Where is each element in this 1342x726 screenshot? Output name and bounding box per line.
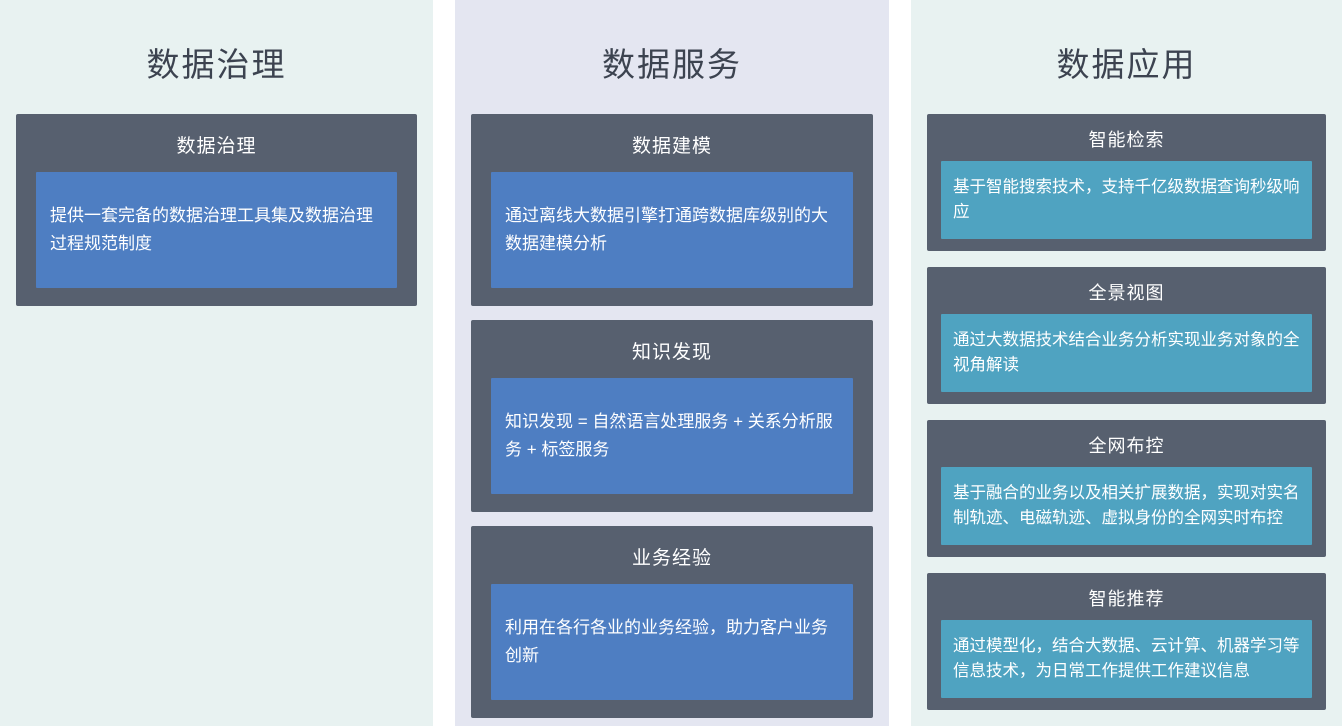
card-title: 智能推荐 <box>1088 589 1165 609</box>
card-title: 业务经验 <box>631 548 712 569</box>
card-business-experience: 业务经验 利用在各行各业的业务经验，助力客户业务创新 <box>471 526 873 718</box>
column-data-services: 数据服务 数据建模 通过离线大数据引擎打通跨数据库级别的大数据建模分析 知识发现… <box>455 0 889 726</box>
card-knowledge-discovery: 知识发现 知识发现 = 自然语言处理服务 + 关系分析服务 + 标签服务 <box>471 320 873 512</box>
card-title: 智能检索 <box>1088 130 1165 150</box>
card-data-modeling: 数据建模 通过离线大数据引擎打通跨数据库级别的大数据建模分析 <box>471 114 873 306</box>
column-data-governance: 数据治理 数据治理 提供一套完备的数据治理工具集及数据治理过程规范制度 <box>0 0 433 726</box>
card-network-surveillance: 全网布控 基于融合的业务以及相关扩展数据，实现对实名制轨迹、电磁轨迹、虚拟身份的… <box>927 420 1326 557</box>
card-smart-recommendation: 智能推荐 通过模型化，结合大数据、云计算、机器学习等信息技术，为日常工作提供工作… <box>927 573 1326 710</box>
card-body: 提供一套完备的数据治理工具集及数据治理过程规范制度 <box>36 172 397 288</box>
card-title: 数据建模 <box>631 136 712 157</box>
card-body: 利用在各行各业的业务经验，助力客户业务创新 <box>491 584 853 700</box>
card-title: 全景视图 <box>1088 283 1165 303</box>
card-body: 通过大数据技术结合业务分析实现业务对象的全视角解读 <box>941 314 1312 392</box>
card-body: 通过模型化，结合大数据、云计算、机器学习等信息技术，为日常工作提供工作建议信息 <box>941 620 1312 698</box>
card-body: 基于融合的业务以及相关扩展数据，实现对实名制轨迹、电磁轨迹、虚拟身份的全网实时布… <box>941 467 1312 545</box>
card-smart-search: 智能检索 基于智能搜索技术，支持千亿级数据查询秒级响应 <box>927 114 1326 251</box>
card-body: 知识发现 = 自然语言处理服务 + 关系分析服务 + 标签服务 <box>491 378 853 494</box>
card-title: 知识发现 <box>631 342 712 363</box>
card-data-governance: 数据治理 提供一套完备的数据治理工具集及数据治理过程规范制度 <box>16 114 417 306</box>
card-title: 全网布控 <box>1088 436 1165 456</box>
card-body: 基于智能搜索技术，支持千亿级数据查询秒级响应 <box>941 161 1312 239</box>
column-title-data-governance: 数据治理 <box>146 46 287 83</box>
card-panorama-view: 全景视图 通过大数据技术结合业务分析实现业务对象的全视角解读 <box>927 267 1326 404</box>
card-body: 通过离线大数据引擎打通跨数据库级别的大数据建模分析 <box>491 172 853 288</box>
card-title: 数据治理 <box>176 136 257 157</box>
column-data-applications: 数据应用 智能检索 基于智能搜索技术，支持千亿级数据查询秒级响应 全景视图 通过… <box>911 0 1342 726</box>
column-title-data-applications: 数据应用 <box>1056 46 1197 83</box>
column-title-data-services: 数据服务 <box>602 46 742 83</box>
